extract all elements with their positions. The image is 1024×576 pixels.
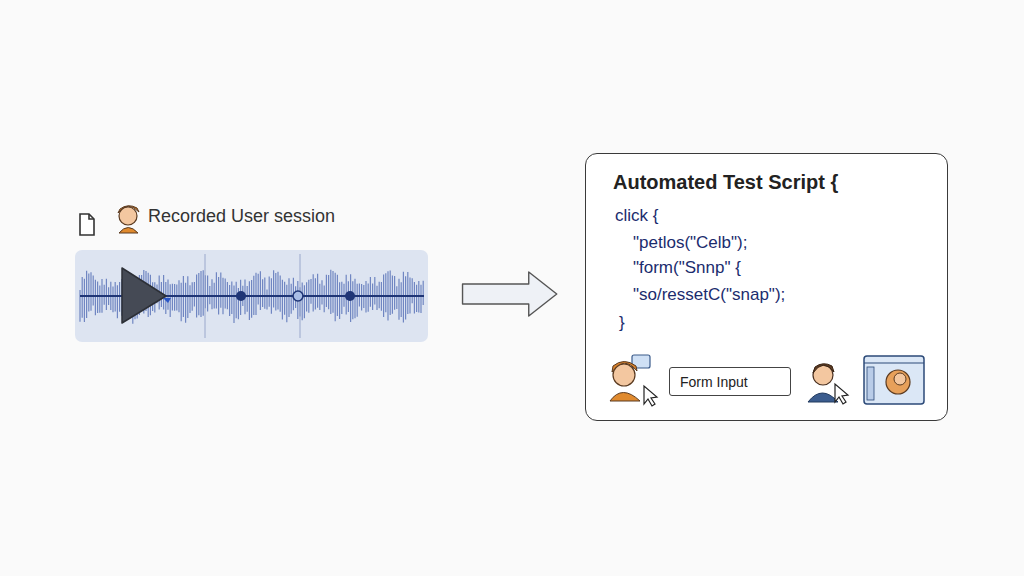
script-box: Automated Test Script { click { "petlos("C… [585,153,948,421]
user-avatar [610,355,657,406]
browser-window [864,356,924,404]
playhead [163,298,171,303]
code-line: } [619,313,625,333]
code-line: "petlos("Celb"); [633,233,747,253]
script-title: Automated Test Script { [613,171,838,194]
timeline-marker [236,291,246,301]
form-input-box: Form Input [669,367,791,396]
waveform-panel [75,250,428,342]
script-box-ground [585,153,948,421]
timeline-marker [345,291,355,301]
user-avatar [118,206,139,233]
code-line: "form("Snnp" { [633,258,741,278]
document-icon [80,214,94,235]
code-line: click { [615,206,658,226]
user-avatar [808,364,848,404]
block-arrow [463,272,557,316]
recording-panel: Recorded User session [75,250,428,342]
node-label: Form Input [680,374,748,390]
node-label: Recorded User session [148,206,335,227]
code-line: "so/ressetC("snap"); [633,285,785,305]
play-button [122,268,166,323]
timeline-marker [293,291,303,301]
